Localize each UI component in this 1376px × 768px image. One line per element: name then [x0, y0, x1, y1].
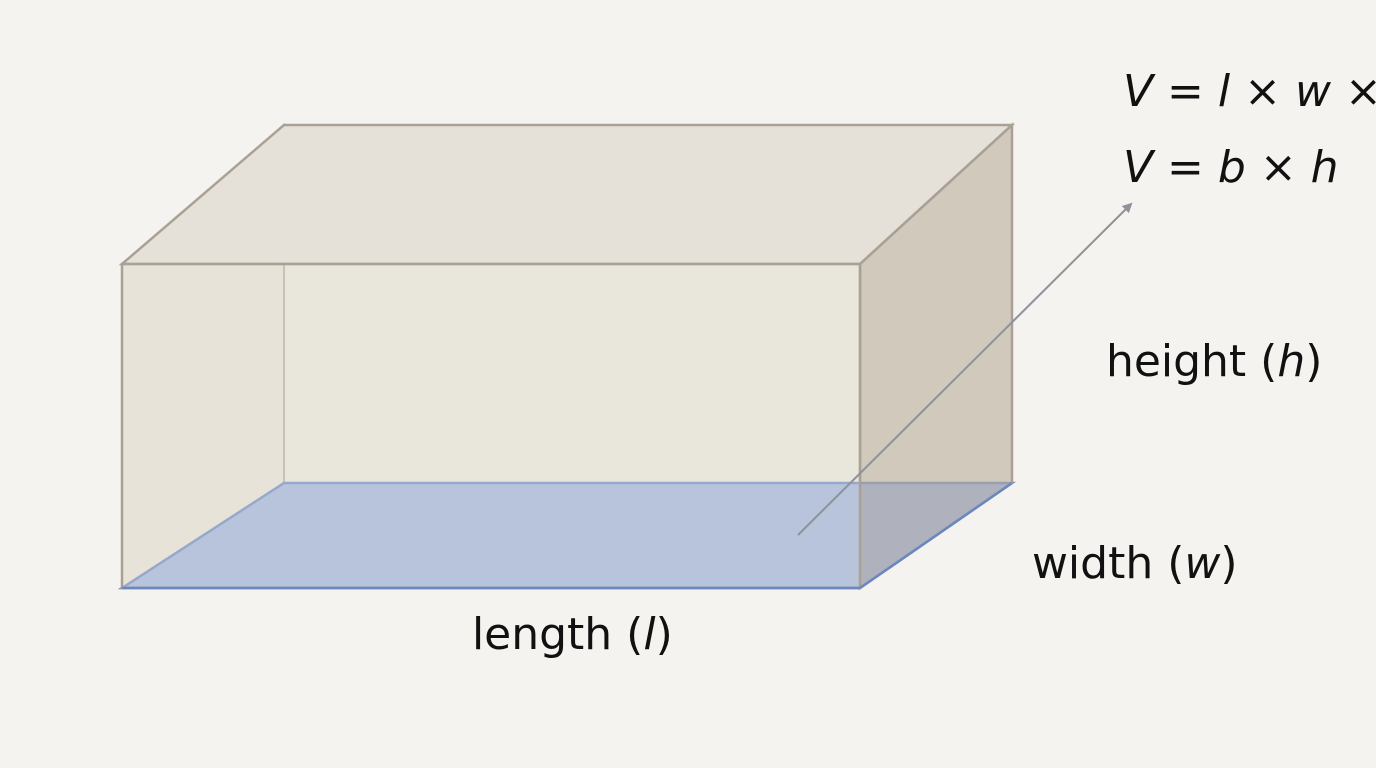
formula-volume-lwh: V = l × w × h: [1053, 66, 1376, 117]
base-right-edge: [859, 481, 1013, 590]
width-label: width (w): [962, 538, 1280, 589]
front-face: [120, 262, 862, 590]
formula-volume-bh: V = b × h: [1053, 142, 1376, 193]
pointer-arrow: [797, 202, 1133, 536]
height-label: height (h): [1036, 336, 1364, 387]
length-label: length (l): [402, 609, 715, 660]
